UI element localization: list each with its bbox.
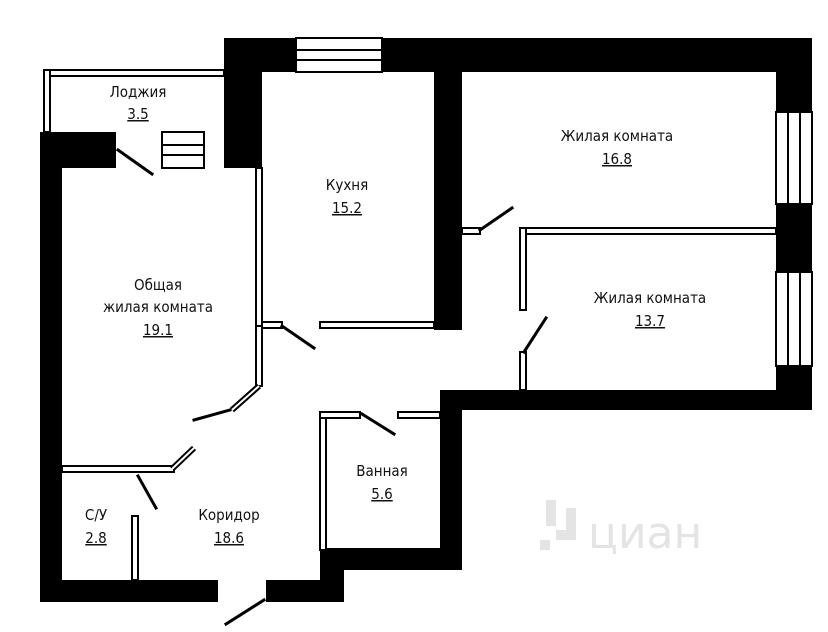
- room-area: 19.1: [143, 321, 173, 339]
- watermark: циан: [540, 500, 702, 559]
- partitions: [43, 69, 777, 581]
- room-name: Жилая комната: [594, 289, 706, 307]
- room-label-living: Общая жилая комната 19.1: [103, 276, 213, 339]
- room-label-bedroom1: Жилая комната 16.8: [561, 127, 673, 168]
- room-label-bedroom2: Жилая комната 13.7: [594, 289, 706, 330]
- room-area: 13.7: [635, 312, 665, 330]
- room-name: Коридор: [198, 506, 259, 524]
- room-label-kitchen: Кухня 15.2: [326, 176, 369, 217]
- room-area: 3.5: [127, 105, 148, 123]
- room-name: Кухня: [326, 176, 369, 194]
- room-label-wc: С/У 2.8: [85, 506, 107, 547]
- room-area: 16.8: [602, 150, 632, 168]
- room-area: 5.6: [371, 485, 392, 503]
- room-label-corridor: Коридор 18.6: [198, 506, 259, 547]
- room-name: Общая: [134, 276, 182, 294]
- walls: [40, 38, 812, 602]
- room-area: 2.8: [85, 529, 106, 547]
- watermark-text: циан: [588, 508, 702, 559]
- room-area: 18.6: [214, 529, 244, 547]
- room-area: 15.2: [332, 199, 362, 217]
- doors: [115, 147, 549, 627]
- room-label-loggia: Лоджия 3.5: [110, 83, 167, 123]
- room-label-bathroom: Ванная 5.6: [356, 462, 408, 503]
- room-name: Жилая комната: [561, 127, 673, 145]
- room-name: С/У: [85, 506, 107, 524]
- room-name: Ванная: [356, 462, 408, 480]
- cian-logo-icon: [540, 500, 576, 550]
- room-name: Лоджия: [110, 83, 167, 101]
- windows: [161, 37, 813, 367]
- room-name-2: жилая комната: [103, 298, 213, 316]
